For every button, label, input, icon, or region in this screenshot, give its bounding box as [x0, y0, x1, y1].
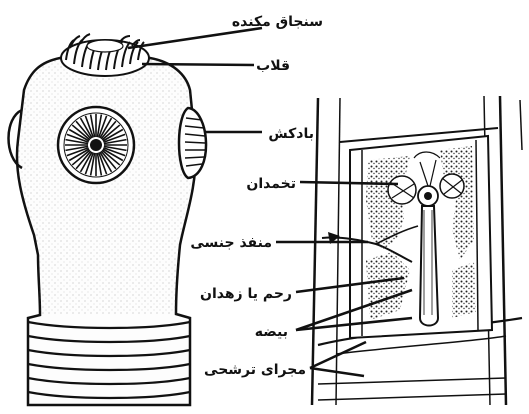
- labels: سنجاق مکنده قلاب بادکش تخمدان منفذ جنسی …: [190, 14, 323, 378]
- label-testes: تخمدان: [246, 176, 296, 192]
- side-sucker: [179, 108, 206, 178]
- label-uterus: رحم یا زهدان: [200, 286, 292, 302]
- label-genital-pore: منفذ جنسی: [190, 235, 272, 251]
- uterus: [420, 206, 438, 326]
- label-sucker: بادکش: [268, 126, 314, 142]
- label-rostellum: سنجاق مکنده: [232, 14, 323, 30]
- label-hooks: قلاب: [256, 58, 290, 74]
- front-sucker: [58, 107, 134, 183]
- label-excretory-canal: مجرای ترشحی: [204, 362, 306, 378]
- scolex-head: [9, 34, 207, 405]
- label-eggs: بیضه: [255, 324, 288, 340]
- proglottid: [312, 96, 522, 405]
